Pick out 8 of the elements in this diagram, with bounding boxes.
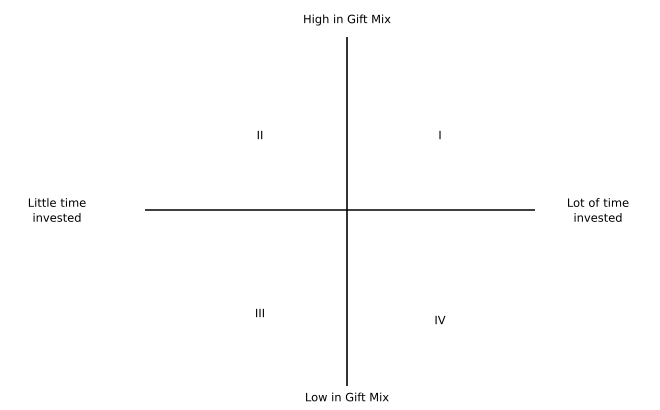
axis-label: Lot of time invested — [568, 198, 629, 222]
axis-label: Low in Gift Mix — [306, 392, 389, 402]
quadrant-number: IV — [436, 316, 446, 324]
axis-label: High in Gift Mix — [304, 14, 391, 26]
quadrant-number: III — [256, 308, 264, 318]
quadrant-number: I — [439, 130, 441, 140]
axis-label: Little time invested — [28, 198, 86, 222]
quadrant-number: II — [258, 130, 262, 140]
